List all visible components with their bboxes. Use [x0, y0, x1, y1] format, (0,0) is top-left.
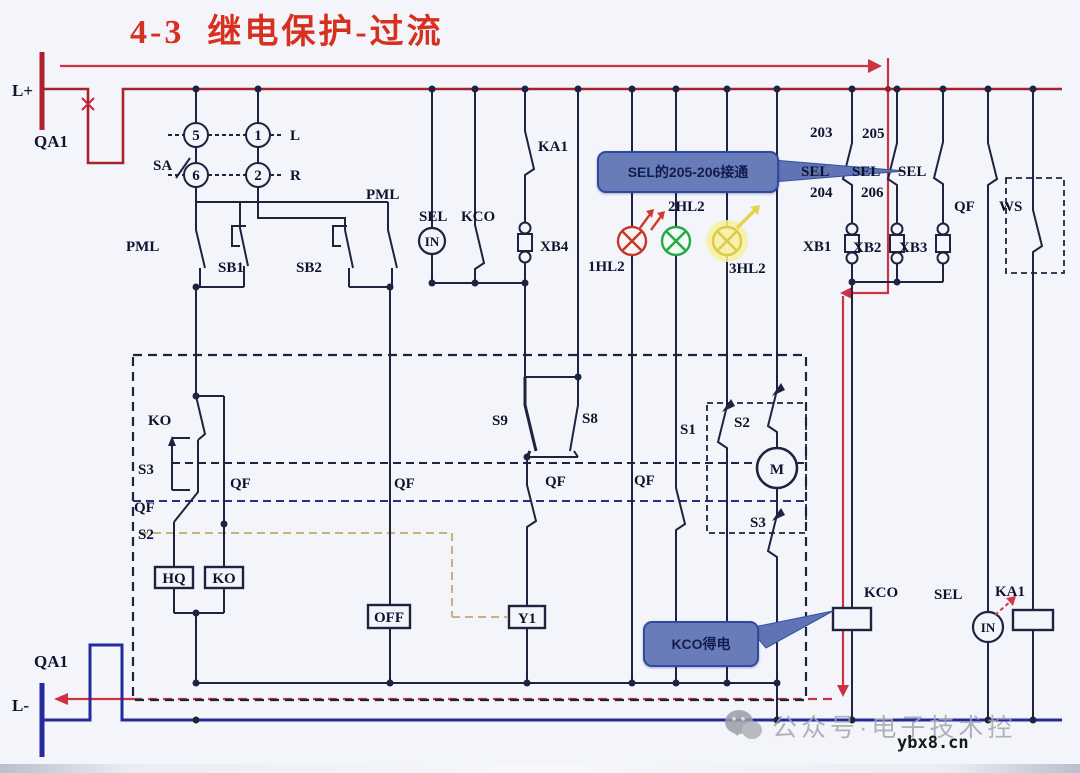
label-sel-in: SEL [419, 209, 447, 225]
xb-link-symbols [517, 221, 951, 265]
coil-boxes [153, 565, 1055, 632]
kco-coil-box [831, 606, 873, 632]
label-l-minus: L- [12, 696, 29, 715]
label-qf-off: QF [394, 476, 415, 492]
wechat-icon [725, 710, 762, 739]
label-s8: S8 [582, 411, 598, 427]
label-xb4: XB4 [540, 239, 569, 255]
label-sb1: SB1 [218, 260, 244, 276]
label-l-plus: L+ [12, 81, 33, 100]
label-s2-m: S2 [734, 415, 750, 431]
positive-bus-lines [39, 52, 1062, 165]
text-hq-coil: HQ [162, 571, 186, 587]
motor-m-icon [755, 446, 799, 490]
callout-tails [748, 159, 906, 649]
label-3hl2: 3HL2 [729, 261, 766, 277]
text-y1-coil: Y1 [518, 611, 536, 627]
label-205: 205 [862, 126, 885, 142]
label-qf-lamp: QF [634, 473, 655, 489]
label-ka1-bot: KA1 [995, 584, 1025, 600]
xb2-link-icon [889, 222, 905, 265]
contact-2: 2 [254, 168, 262, 184]
label-r: R [290, 168, 301, 184]
label-sa: SA [153, 158, 172, 174]
label-xb1: XB1 [803, 239, 831, 255]
label-204: 204 [810, 185, 833, 201]
watermark: 公众号·电子技术控 [724, 708, 1016, 744]
lamp-1hl2-arrows [639, 209, 665, 231]
label-sel1: SEL [801, 164, 829, 180]
label-xb3: XB3 [899, 240, 927, 256]
label-l: L [290, 128, 300, 144]
label-kco-bot: KCO [864, 585, 898, 601]
label-qa1-bot: QA1 [34, 652, 68, 671]
label-in1: IN [425, 234, 440, 249]
page-bottom-edge [0, 764, 1080, 773]
label-ka1-top: KA1 [538, 139, 568, 155]
page-title: 4-3 继电保护-过流 [130, 14, 444, 51]
negative-bus-lines [39, 643, 1062, 757]
label-qf-y1: QF [545, 474, 566, 490]
selector-sa-contacts [183, 122, 271, 188]
interlock-dashed-box [131, 177, 1065, 702]
contact-1: 1 [254, 128, 262, 144]
y1-coil-box [507, 604, 547, 630]
text-off-coil: OFF [374, 610, 404, 626]
label-sb2: SB2 [296, 260, 322, 276]
ko-coil-box [203, 565, 245, 590]
label-ko: KO [148, 413, 171, 429]
label-sel2: SEL [852, 164, 880, 180]
contact-6: 6 [192, 168, 200, 184]
label-motor: M [770, 462, 784, 478]
label-qf-bypass: QF [230, 476, 251, 492]
label-s2: S2 [138, 527, 154, 543]
callout-sel-205-206: SEL的205-206接通 [597, 151, 779, 193]
label-s3-m: S3 [750, 515, 766, 531]
control-wires [168, 89, 1044, 720]
xb1-link-icon [844, 222, 860, 265]
label-sel3: SEL [898, 164, 926, 180]
watermark-text: 公众号·电子技术控 [772, 714, 1017, 742]
label-206: 206 [861, 185, 884, 201]
label-s9: S9 [492, 413, 508, 429]
lamp-1hl2-icon [616, 225, 648, 257]
xb3-link-icon [935, 222, 951, 265]
ka1-cue-arrow [994, 596, 1016, 616]
callout-kco-energized: KCO得电 [643, 621, 759, 667]
label-203: 203 [810, 125, 833, 141]
xb4-link-icon [517, 221, 533, 264]
label-qf-left: QF [134, 500, 155, 516]
text-ko-coil: KO [212, 571, 235, 587]
ka1-coil-box [1011, 608, 1055, 632]
off-coil-box [366, 603, 412, 630]
lamp-2hl2-icon [660, 225, 692, 257]
label-qf-ws: QF [954, 199, 975, 215]
hq-coil-box [153, 565, 195, 590]
label-s1: S1 [680, 422, 696, 438]
label-kco-top: KCO [461, 209, 495, 225]
contact-5: 5 [192, 128, 200, 144]
label-2hl2: 2HL2 [668, 199, 705, 215]
relay-in1-icon [417, 226, 447, 256]
relay-in2-icon [971, 610, 1005, 644]
junction-dots [192, 85, 1037, 724]
label-ws: WS [999, 199, 1022, 215]
label-sel-bot: SEL [934, 587, 962, 603]
label-qa1-top: QA1 [34, 132, 68, 151]
label-in2: IN [981, 620, 996, 635]
switch-actuation-arrows [168, 383, 785, 521]
label-1hl2: 1HL2 [588, 259, 625, 275]
schematic-labels: L+ QA1 SA 5 1 6 2 L R PML SB1 SB2 PML SE… [12, 81, 1025, 715]
label-pml-left: PML [126, 239, 159, 255]
label-xb2: XB2 [853, 240, 881, 256]
label-pml-top: PML [366, 187, 399, 203]
lamp-3hl2-icon [711, 225, 743, 257]
label-s3: S3 [138, 462, 154, 478]
site-watermark: ybx8.cn [897, 733, 969, 753]
